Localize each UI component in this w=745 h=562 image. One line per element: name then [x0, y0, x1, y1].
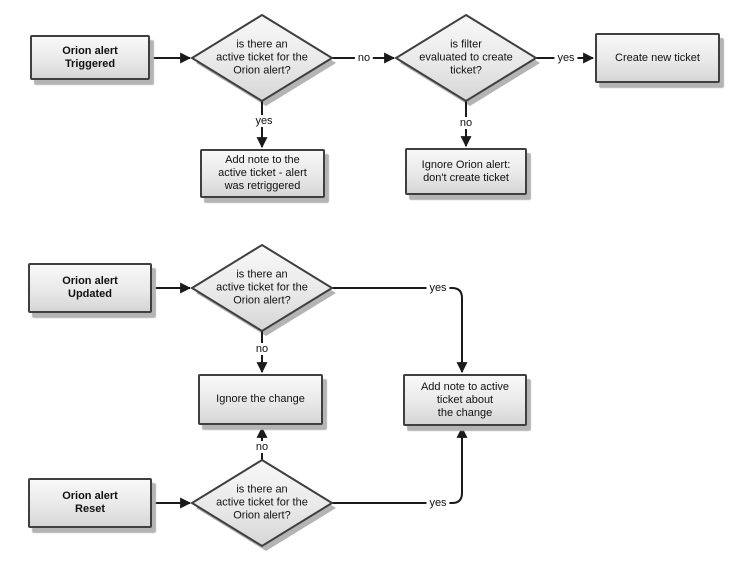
node-orion-updated: Orion alert Updated: [28, 263, 152, 313]
node-orion-reset-label: Orion alert Reset: [62, 490, 118, 515]
node-orion-reset: Orion alert Reset: [28, 478, 152, 528]
edge-label-triggered-no: no: [354, 52, 374, 64]
edge-label-triggered-yes: yes: [252, 115, 276, 127]
node-orion-triggered: Orion alert Triggered: [30, 35, 150, 80]
node-ignore-the-change-label: Ignore the change: [216, 393, 305, 405]
edge-label-reset-yes: yes: [426, 497, 450, 509]
node-ignore-orion-alert: Ignore Orion alert: don't create ticket: [405, 148, 527, 195]
edge-label-reset-no: no: [252, 441, 272, 453]
decision-diamond-updated: [190, 243, 334, 333]
node-add-note-retriggered-label: Add note to the active ticket - alert wa…: [218, 154, 307, 192]
decision-diamond-reset: [190, 458, 334, 548]
node-ignore-orion-alert-label: Ignore Orion alert: don't create ticket: [421, 158, 511, 184]
node-add-note-retriggered: Add note to the active ticket - alert wa…: [200, 149, 325, 198]
decision-diamond-triggered: [190, 13, 334, 103]
node-orion-triggered-label: Orion alert Triggered: [62, 44, 118, 70]
node-add-note-change-label: Add note to active ticket about the chan…: [420, 380, 510, 419]
node-add-note-change: Add note to active ticket about the chan…: [403, 374, 527, 426]
edge-reset-yes-to-addnote-change: [332, 426, 468, 504]
edge-updated-yes-to-addnote-change: [332, 287, 468, 374]
node-create-new-ticket: Create new ticket: [595, 33, 720, 83]
edge-label-filter-no: no: [456, 117, 476, 129]
edge-label-filter-yes: yes: [554, 52, 578, 64]
node-orion-updated-label: Orion alert Updated: [62, 275, 118, 300]
node-create-new-ticket-label: Create new ticket: [615, 51, 700, 64]
edge-label-updated-yes: yes: [426, 282, 450, 294]
node-ignore-the-change: Ignore the change: [198, 374, 323, 425]
edge-label-updated-no: no: [252, 343, 272, 355]
decision-diamond-filter: [394, 13, 538, 103]
